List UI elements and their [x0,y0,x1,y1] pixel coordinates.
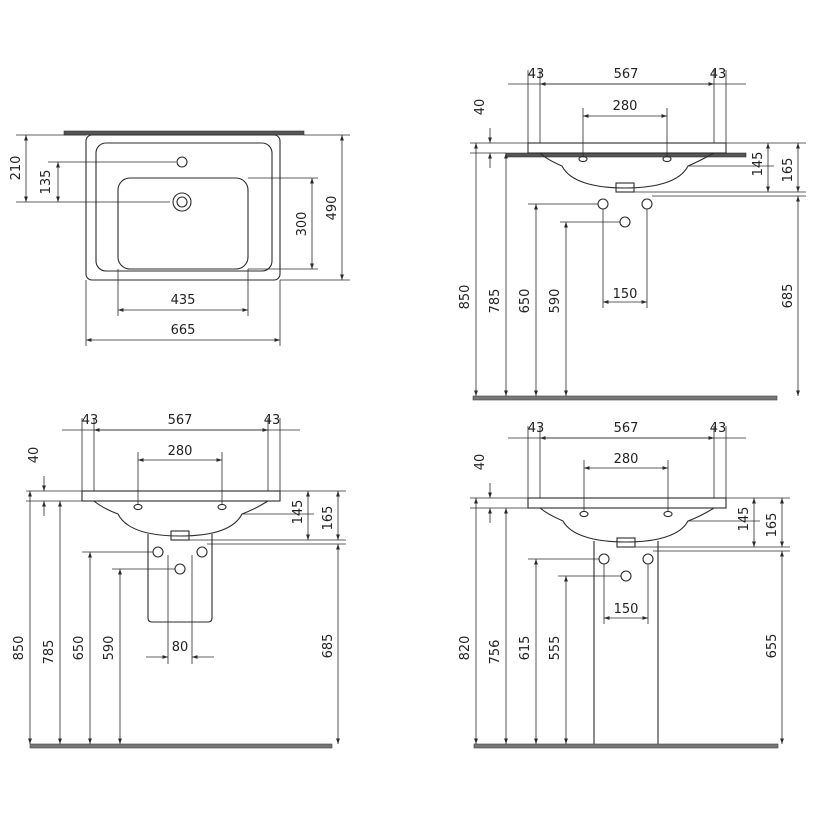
drain-outlet [170,530,190,541]
dim-label-280: 280 [614,452,639,467]
dim-label-40: 40 [473,454,488,471]
basin-top [81,490,281,502]
bowl-outline [117,177,249,270]
semi-pedestal-view: 43 567 43 280 40 145 165 850 785 650 590 [12,413,346,749]
dim-label-150: 150 [613,287,638,302]
basin-body [93,500,269,537]
dim-label-685: 685 [321,634,336,659]
basin-top [527,497,727,509]
top-view: 210 135 300 490 435 665 [9,130,350,346]
dim-label-145: 145 [737,507,752,532]
dim-label-850: 850 [12,636,27,661]
dim-label-650: 650 [72,636,87,661]
dim-label-590: 590 [102,636,117,661]
dim-label-435: 435 [171,293,196,308]
dim-label-756: 756 [488,640,503,665]
supply-left [598,553,610,565]
dim-label-43-right: 43 [710,421,727,436]
dim-label-165: 165 [781,158,796,183]
dim-label-555: 555 [548,636,563,661]
dim-label-43-right: 43 [264,413,281,428]
dim-label-150: 150 [614,602,639,617]
basin-inner-rim [95,142,273,272]
fixing-hole-left [578,155,588,163]
basin-body [539,152,715,189]
dim-label-40: 40 [27,447,42,464]
supply-left [597,198,609,210]
waste-outlet [174,563,186,575]
dim-label-785: 785 [488,289,503,314]
dim-label-145: 145 [291,500,306,525]
dim-label-135: 135 [39,170,54,195]
drain-outlet [615,182,635,193]
drain-outlet [616,537,636,548]
dim-label-590: 590 [548,289,563,314]
semi-pedestal [147,534,213,623]
dim-label-40: 40 [473,99,488,116]
dim-label-650: 650 [518,289,533,314]
supply-right [641,198,653,210]
waste-outlet [619,216,631,228]
drain-hole-inner [176,196,188,208]
dim-label-43-left: 43 [528,421,545,436]
dim-label-655: 655 [765,634,780,659]
fixing-hole-right [217,503,227,511]
dim-label-490: 490 [325,196,340,221]
dim-label-43-left: 43 [528,67,545,82]
fixing-hole-right [663,510,673,518]
basin-body [539,507,715,543]
full-pedestal-view: 43 567 43 280 40 145 165 820 756 615 555 [458,421,790,749]
dim-label-210: 210 [9,156,24,181]
dim-label-43-left: 43 [82,413,99,428]
supply-right [196,546,208,558]
floor-line [29,743,333,749]
basin-outline [85,134,281,281]
dim-label-145: 145 [751,152,766,177]
drain-hole-outer [172,192,192,212]
wall-line [63,130,305,136]
floor-line [472,395,778,401]
full-pedestal [593,541,659,744]
dim-label-567: 567 [614,67,639,82]
basin-top [527,142,727,154]
dim-label-43-right: 43 [710,67,727,82]
wall-hung-view: 43 567 43 280 40 145 165 850 785 650 590 [458,67,806,401]
fixing-hole-right [662,155,672,163]
dim-label-785: 785 [42,640,57,665]
dim-label-567: 567 [168,413,193,428]
dim-label-280: 280 [168,444,193,459]
supply-right [642,553,654,565]
dim-label-820: 820 [458,636,473,661]
waste-outlet [620,570,632,582]
dim-label-665: 665 [171,323,196,338]
dim-label-850: 850 [458,285,473,310]
floor-line [473,743,779,749]
fixing-hole-left [579,510,589,518]
dim-label-300: 300 [295,212,310,237]
dim-label-280: 280 [613,99,638,114]
dim-label-615: 615 [518,636,533,661]
fixing-hole-left [133,503,143,511]
supply-left [152,546,164,558]
tap-hole [176,156,188,168]
dim-label-165: 165 [321,506,336,531]
dim-label-567: 567 [614,421,639,436]
dim-label-685: 685 [781,284,796,309]
dim-label-80: 80 [172,640,189,655]
dim-label-165: 165 [765,513,780,538]
